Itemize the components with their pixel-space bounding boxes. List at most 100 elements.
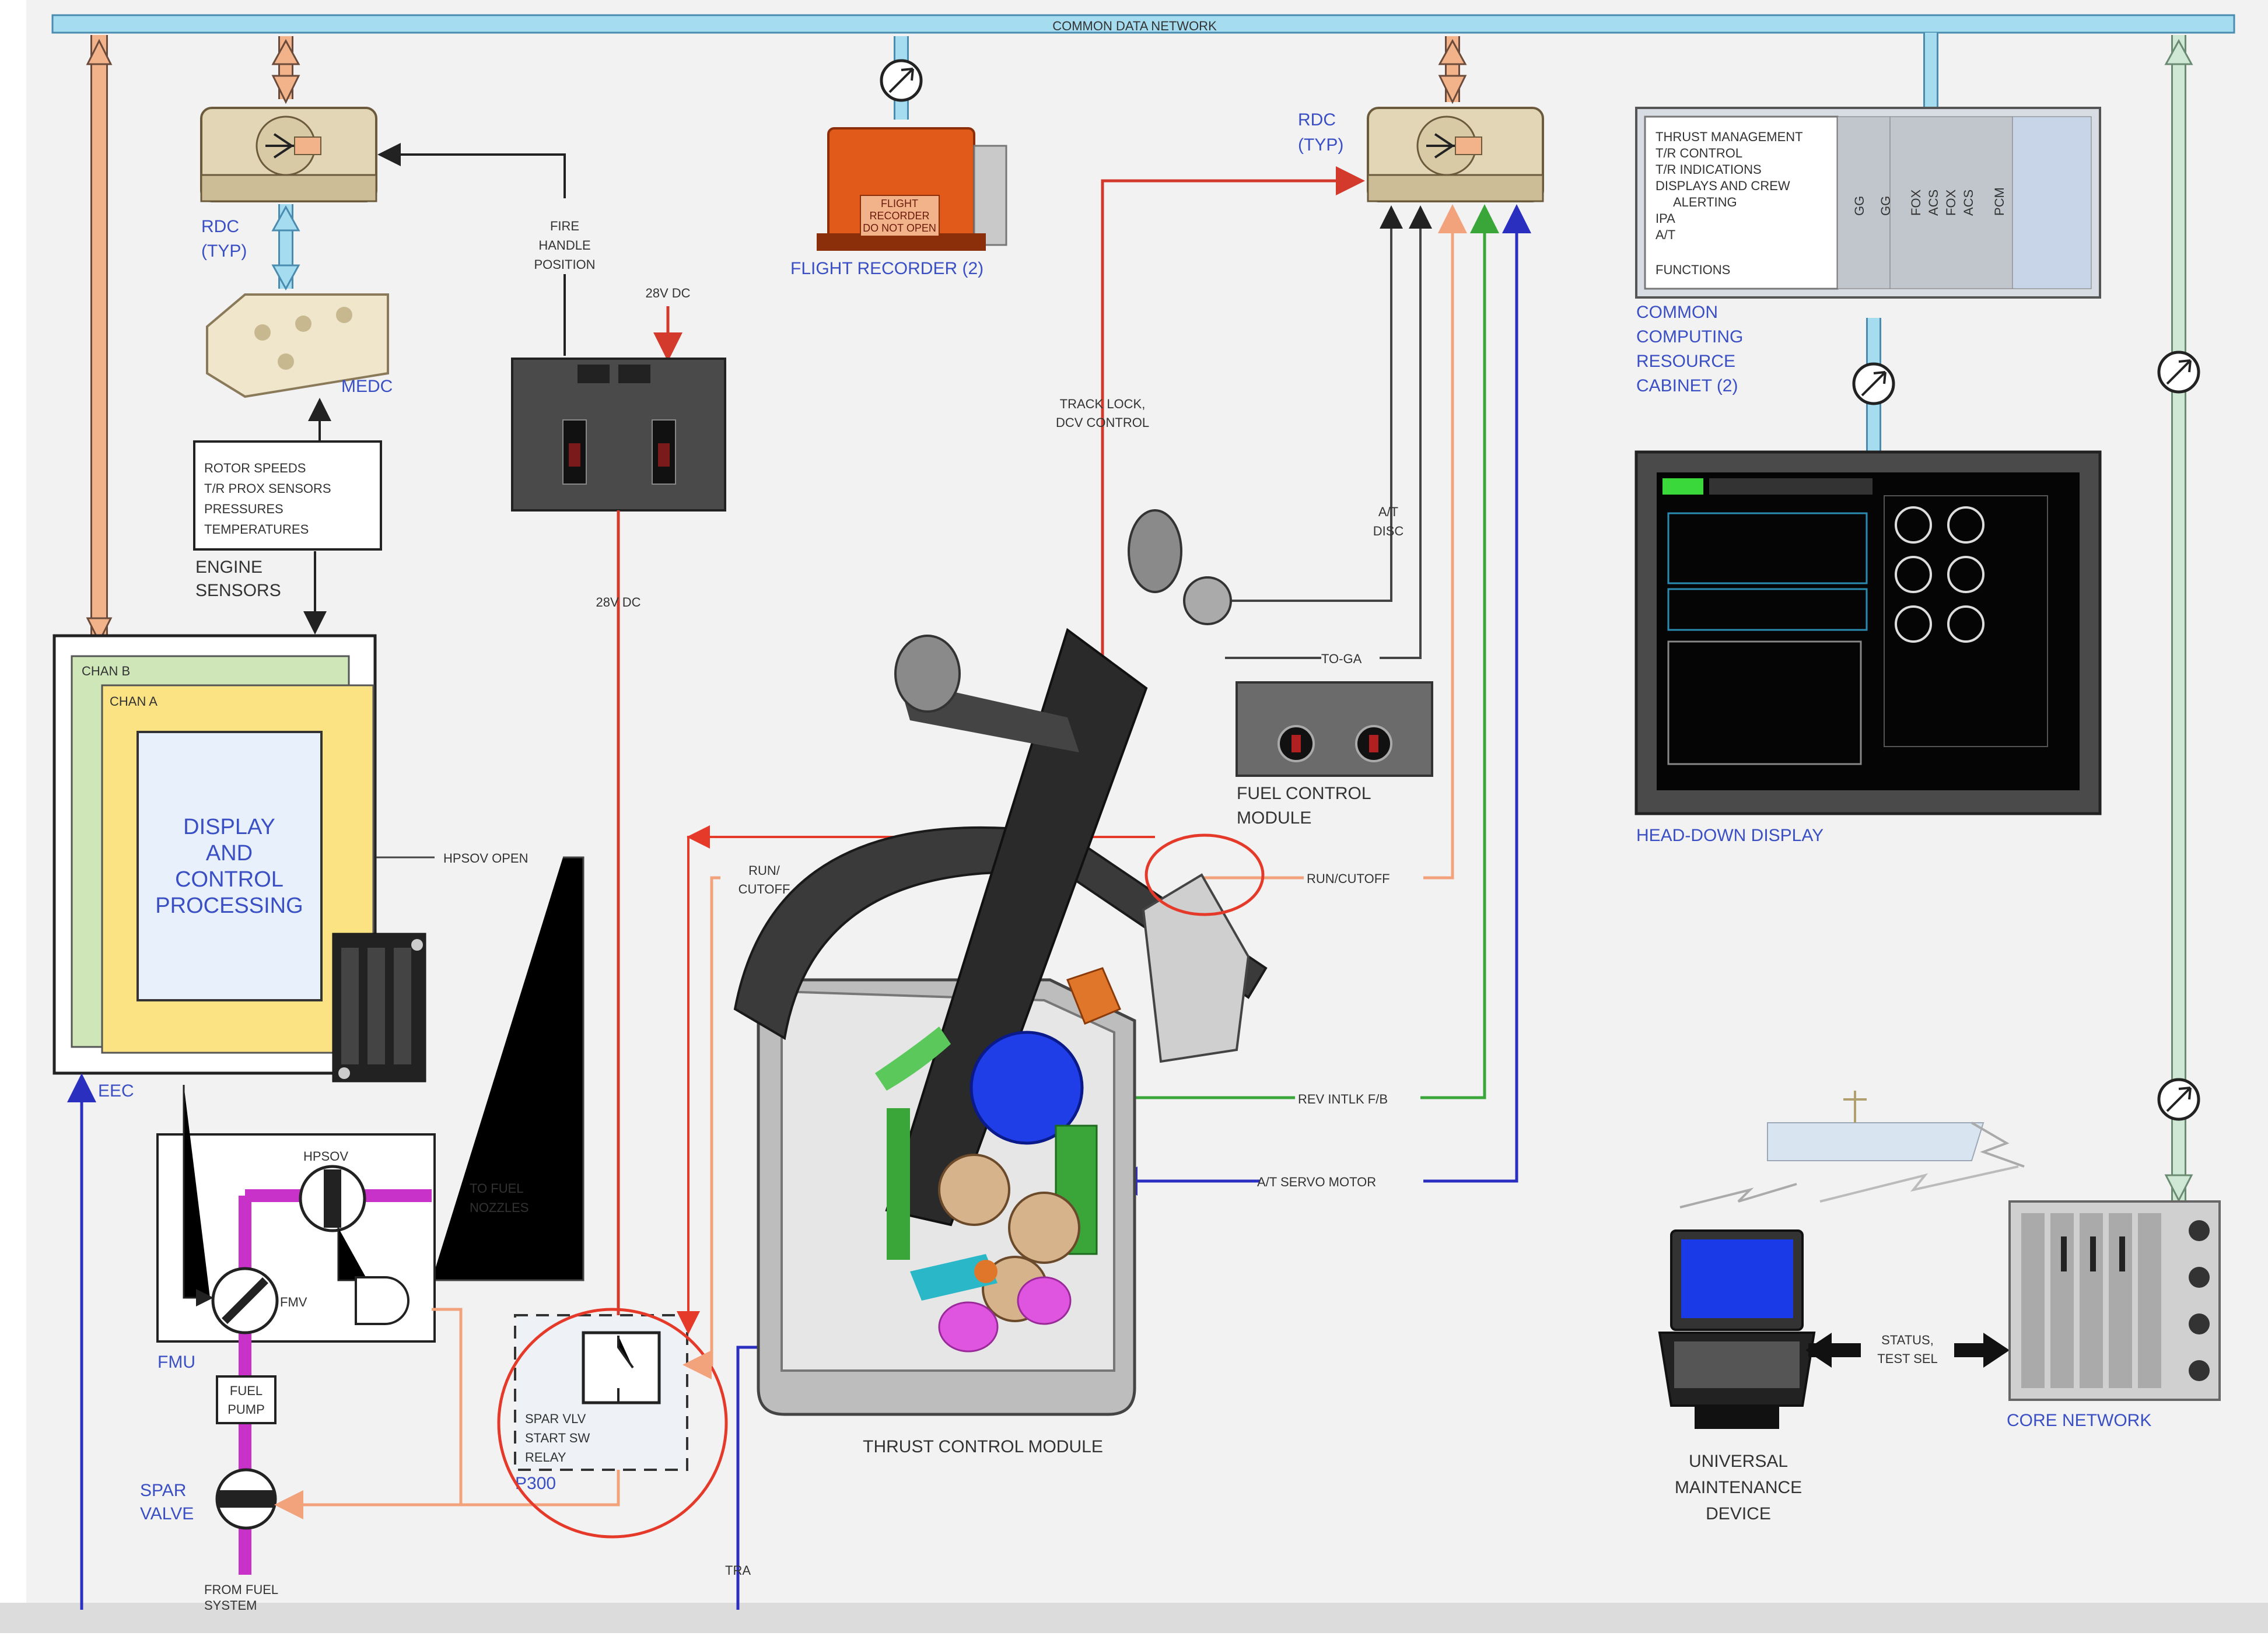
fire-handle-label-3: POSITION: [534, 257, 595, 272]
chan-a-label: CHAN A: [110, 694, 158, 709]
dcp-line-1: DISPLAY: [183, 815, 275, 839]
chan-b-label: CHAN B: [82, 664, 130, 678]
recorder-plate-3: DO NOT OPEN: [863, 222, 936, 234]
fire-handle-label-2: HANDLE: [538, 238, 590, 253]
display-control-processing-box: [136, 731, 323, 1001]
rdc-medc-arrow: [271, 204, 300, 291]
engine-sensor-rotor-speeds: ROTOR SPEEDS: [204, 461, 306, 475]
ccr-function-3: DISPLAYS AND CREW: [1656, 178, 1790, 193]
engine-sensor-pressures: PRESSURES: [204, 502, 284, 516]
fuel-pump: [216, 1375, 276, 1424]
satellite-antenna-icon: [1679, 1091, 2025, 1208]
spar-relay-line-2: START SW: [525, 1431, 590, 1445]
dc28-top-label: 28V DC: [645, 286, 690, 300]
run-cutoff-right: RUN/CUTOFF: [1307, 871, 1390, 886]
rdc-right-arrow: [1438, 36, 1467, 104]
rdc-left-label: RDC: [201, 217, 239, 236]
at-disc-2: DISC: [1373, 524, 1404, 538]
flight-recorder-arrow: [880, 36, 923, 120]
fuel-pump-label-2: PUMP: [228, 1402, 265, 1417]
fuel-valve-icon: [222, 1277, 268, 1324]
run-cutoff-left-2: CUTOFF: [738, 882, 790, 896]
ccr-label-3: RESOURCE: [1636, 352, 1735, 371]
laptop-icon: [1658, 1229, 1816, 1429]
umd-label-1: UNIVERSAL: [1689, 1452, 1788, 1471]
dcp-line-4: PROCESSING: [155, 894, 303, 918]
ccr-function-1: T/R CONTROL: [1656, 146, 1742, 160]
common-data-network-label: COMMON DATA NETWORK: [1052, 19, 1217, 33]
engine-sensor-tr-prox: T/R PROX SENSORS: [204, 481, 331, 496]
rdc-right-unit: [1367, 107, 1544, 202]
ccr-card-pcm: PCM: [1992, 187, 2007, 216]
common-data-network-bus: [51, 14, 2235, 34]
from-fuel-system-1: FROM FUEL: [204, 1582, 278, 1597]
status-test-2: TEST SEL: [1877, 1351, 1938, 1366]
track-lock-1: TRACK LOCK,: [1060, 397, 1146, 411]
flight-recorder-label: FLIGHT RECORDER (2): [790, 259, 984, 278]
switch-icon: [582, 1331, 661, 1404]
dc28-mid-label: 28V DC: [596, 595, 640, 609]
medc-unit: [206, 293, 389, 398]
to-fuel-nozzles-2: NOZZLES: [470, 1200, 528, 1215]
fmu-label: FMU: [158, 1353, 195, 1372]
spar-relay-line-3: RELAY: [525, 1450, 566, 1465]
recorder-plate-1: FLIGHT: [881, 198, 918, 209]
spar-valve-label-2: VALVE: [140, 1504, 194, 1523]
bottom-scrollbar-track: [0, 1603, 2268, 1633]
and-gate-icon: [355, 1276, 410, 1325]
core-network-unit: [2008, 1200, 2221, 1401]
engine-sensors-box: [193, 440, 382, 551]
thrust-control-module: [733, 509, 1268, 1416]
ccr-functions-footer: FUNCTIONS: [1656, 262, 1730, 277]
fire-handle-label-1: FIRE: [550, 219, 579, 233]
spar-relay-line-1: SPAR VLV: [525, 1411, 586, 1426]
fuel-pump-label-1: FUEL: [230, 1383, 262, 1398]
at-servo-label: A/T SERVO MOTOR: [1257, 1175, 1376, 1189]
rev-intlk-label: REV INTLK F/B: [1298, 1092, 1388, 1106]
ccr-function-4: ALERTING: [1673, 195, 1737, 209]
spar-valve-label-1: SPAR: [140, 1481, 186, 1500]
recorder-plate-2: RECORDER: [869, 210, 929, 222]
core-network-label: CORE NETWORK: [2007, 1411, 2151, 1430]
fuel-control-module-1: FUEL CONTROL: [1237, 784, 1371, 803]
ccr-label-4: CABINET (2): [1636, 376, 1738, 395]
fmv-label: FMV: [280, 1295, 307, 1309]
dcp-line-3: CONTROL: [175, 867, 284, 892]
at-disc-1: A/T: [1378, 505, 1398, 519]
tra-label: TRA: [725, 1563, 751, 1578]
run-cutoff-left-1: RUN/: [748, 863, 780, 878]
umd-label-2: MAINTENANCE: [1675, 1478, 1802, 1497]
engine-sensors-title: ENGINE: [195, 558, 262, 577]
ccr-label-2: COMPUTING: [1636, 327, 1743, 346]
ccr-card-fox-2: FOX: [1944, 189, 1958, 216]
ccr-label-1: COMMON: [1636, 303, 1718, 322]
ccr-card-acs-2: ACS: [1961, 190, 1976, 216]
to-ga-label: TO-GA: [1321, 651, 1362, 666]
dcp-line-2: AND: [206, 841, 253, 866]
to-fuel-nozzles-1: TO FUEL: [470, 1181, 524, 1196]
ccr-card-gg-1: GG: [1852, 196, 1867, 216]
hpsov-open-label: HPSOV OPEN: [443, 851, 528, 866]
track-lock-2: DCV CONTROL: [1056, 415, 1149, 430]
medc-label: MEDC: [341, 377, 393, 396]
hpsov-label: HPSOV: [303, 1149, 348, 1164]
ccr-hdd-arrow: [1852, 318, 1895, 452]
rdc-left-unit: [200, 107, 377, 202]
from-fuel-system-2: SYSTEM: [204, 1598, 257, 1613]
ccr-card-gg-2: GG: [1878, 196, 1893, 216]
rdc-right-label: RDC: [1298, 110, 1336, 129]
ccr-function-5: IPA: [1656, 211, 1675, 226]
fuel-control-module-panel: [1236, 681, 1433, 777]
ccr-function-6: A/T: [1656, 227, 1675, 242]
bidirectional-arrow-icon: [271, 36, 300, 104]
ccr-function-2: T/R INDICATIONS: [1656, 162, 1762, 177]
ccr-card-fox-1: FOX: [1909, 189, 1923, 216]
umd-label-3: DEVICE: [1706, 1504, 1771, 1523]
ccr-card-acs-1: ACS: [1926, 190, 1941, 216]
annotation-circle-run-cutoff: [1144, 833, 1265, 916]
rdc-right-typ: (TYP): [1298, 135, 1343, 155]
eec-label: EEC: [98, 1081, 134, 1101]
fire-handle-panel: [511, 358, 726, 512]
